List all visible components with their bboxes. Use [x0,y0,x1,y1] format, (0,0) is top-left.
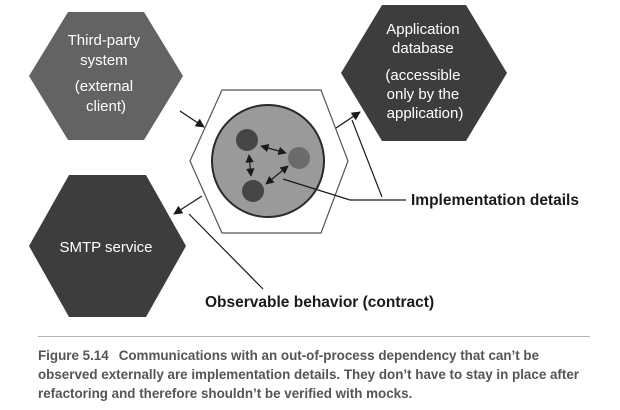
smtp-service-label: SMTP service [59,239,152,256]
observable-behavior-label: Observable behavior (contract) [205,294,434,311]
app-db-line-2: database [392,40,454,57]
app-db-line-3: (accessible [385,67,460,84]
app-db-line-4: only by the [387,86,460,103]
third-party-line-3: (external [75,78,133,95]
smtp-service-hexagon [29,175,186,317]
app-db-line-5: application) [387,105,464,122]
arrow-system-to-database [335,111,361,129]
internal-node-right [288,147,310,169]
internal-node-top [236,129,258,151]
third-party-system-node: Third-party system (external client) [29,12,183,140]
internal-arrow-top-right [260,143,287,156]
implementation-details-label: Implementation details [411,192,579,209]
figure-caption-text: Communications with an out-of-process de… [38,348,580,401]
observable-leader-line [188,213,264,290]
figure-number: Figure 5.14 [38,348,109,363]
implementation-leader-to-circle [282,178,406,201]
internal-arrow-top-bottom [245,154,255,177]
arrow-third-party-to-system [179,110,205,128]
internal-arrow-bottom-right [265,165,289,185]
caption-divider [38,336,590,337]
system-under-test [189,89,349,234]
smtp-service-node: SMTP service [29,175,186,317]
third-party-line-2: system [80,52,128,69]
app-db-line-1: Application [386,21,459,38]
third-party-hexagon [29,12,183,140]
third-party-label: Third-party system (external client) [68,32,145,115]
third-party-line-1: Third-party [68,32,141,49]
internal-node-bottom [242,180,264,202]
third-party-line-4: client) [86,98,126,115]
diagram: Third-party system (external client) App… [29,5,579,317]
application-database-hexagon [341,5,507,141]
arrow-system-to-smtp [173,195,203,215]
application-database-label: Application database (accessible only by… [385,21,464,122]
implementation-leader-to-database [351,119,383,198]
application-database-node: Application database (accessible only by… [341,5,507,141]
